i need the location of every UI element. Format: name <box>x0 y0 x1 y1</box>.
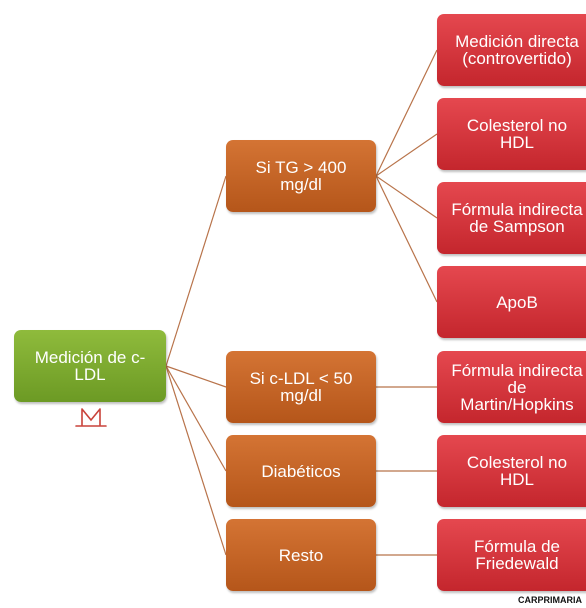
leaf-label: Fórmula indirecta de Martin/Hopkins <box>451 360 583 414</box>
branch-label: Si TG > 400 mg/dl <box>255 158 347 194</box>
leaf-formula-friedewald: Fórmula de Friedewald <box>437 519 586 591</box>
connector-root-resto <box>165 365 227 556</box>
m-monogram-logo-icon <box>75 408 107 427</box>
leaf-colesterol-no-hdl-diabeticos: Colesterol no HDL <box>437 435 586 507</box>
connector-root-ldl <box>165 365 227 388</box>
root-node: Medición de c- LDL <box>14 330 166 402</box>
connector-tg-apob <box>375 175 438 303</box>
leaf-formula-sampson: Fórmula indirecta de Sampson <box>437 182 586 254</box>
footer-credit: CARPRIMARIA <box>518 595 582 605</box>
leaf-apob: ApoB <box>437 266 586 338</box>
branch-label: Diabéticos <box>261 461 341 481</box>
branch-label: Resto <box>278 545 324 565</box>
leaf-colesterol-no-hdl: Colesterol no HDL <box>437 98 586 170</box>
leaf-label: Medición directa (controvertido) <box>455 32 579 68</box>
connector-root-tg <box>165 175 227 367</box>
root-label: Medición de c- LDL <box>34 348 146 384</box>
branch-resto: Resto <box>226 519 376 591</box>
connector-tg-sampson <box>375 175 438 219</box>
branch-ldl-under-50: Si c-LDL < 50 mg/dl <box>226 351 376 423</box>
branch-label: Si c-LDL < 50 mg/dl <box>249 369 353 405</box>
connector-tg-directa <box>375 49 438 177</box>
leaf-formula-martin-hopkins: Fórmula indirecta de Martin/Hopkins <box>437 351 586 423</box>
leaf-label: ApoB <box>496 292 538 312</box>
branch-tg-over-400: Si TG > 400 mg/dl <box>226 140 376 212</box>
connector-root-diabeticos <box>165 365 227 472</box>
leaf-medicion-directa: Medición directa (controvertido) <box>437 14 586 86</box>
leaf-label: Fórmula indirecta de Sampson <box>451 200 583 236</box>
connector-tg-nohdl <box>375 133 438 177</box>
leaf-label: Colesterol no HDL <box>466 453 568 489</box>
leaf-label: Fórmula de Friedewald <box>474 537 560 573</box>
branch-diabeticos: Diabéticos <box>226 435 376 507</box>
leaf-label: Colesterol no HDL <box>466 116 568 152</box>
